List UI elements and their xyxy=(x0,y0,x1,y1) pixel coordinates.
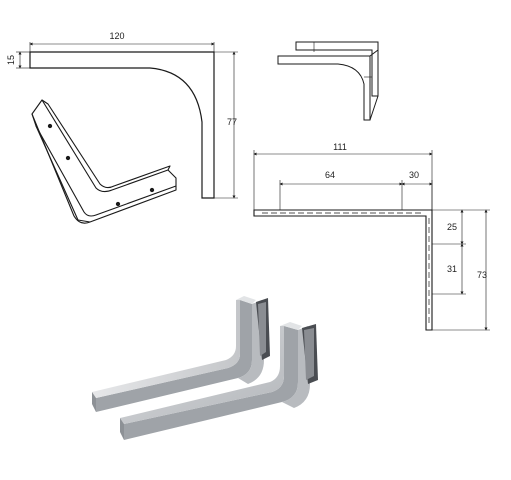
dimension-25-label: 25 xyxy=(447,222,457,232)
dimension-73 xyxy=(432,209,490,331)
side-profile-outline xyxy=(29,51,215,199)
side-profile-drawing xyxy=(29,51,215,199)
dimension-31-label: 31 xyxy=(447,264,457,274)
dimension-73-label: 73 xyxy=(477,270,487,280)
dimension-111 xyxy=(253,150,433,210)
dimension-25 xyxy=(432,209,466,245)
isometric-bracket-drawing xyxy=(31,99,177,224)
dimension-15 xyxy=(16,51,30,69)
dimension-31 xyxy=(432,243,466,295)
dimension-30-label: 30 xyxy=(409,170,419,180)
dimension-120 xyxy=(29,42,215,52)
bracket-render-rear xyxy=(92,296,270,412)
dimension-64-label: 64 xyxy=(325,170,335,180)
dimension-77 xyxy=(214,51,238,199)
bracket-render-front xyxy=(120,322,318,440)
l-profile-drawing xyxy=(253,209,433,331)
l-profile-holes xyxy=(262,212,430,326)
dimension-111-label: 111 xyxy=(333,142,347,152)
dimension-15-label: 15 xyxy=(6,55,16,65)
small-profile-drawing xyxy=(277,41,379,121)
dimension-30 xyxy=(401,180,433,210)
dimension-64 xyxy=(279,180,403,210)
dimension-120-label: 120 xyxy=(109,31,124,41)
dimension-77-label: 77 xyxy=(227,117,237,127)
